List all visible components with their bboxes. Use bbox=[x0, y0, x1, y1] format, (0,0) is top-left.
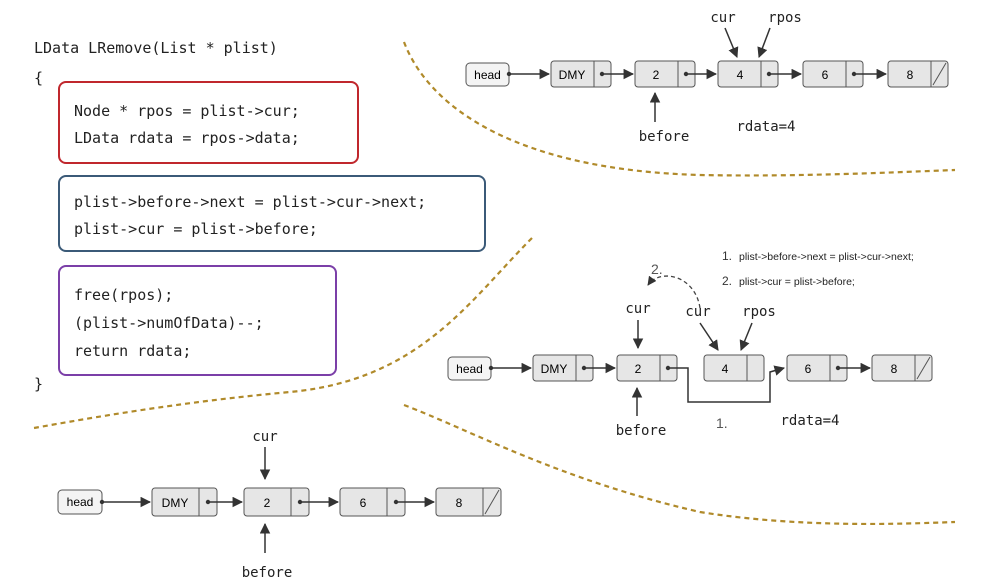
bottom-diagram: cur head DMY 2 6 bbox=[57, 429, 502, 581]
open-brace: { bbox=[34, 69, 44, 87]
step2-marker: 2. bbox=[722, 274, 732, 288]
code-block-1 bbox=[58, 81, 359, 164]
code-block-2 bbox=[58, 175, 486, 252]
svg-text:4: 4 bbox=[737, 68, 744, 82]
arrow-marker-1: 1. bbox=[716, 415, 728, 431]
top-node-4: 4 bbox=[717, 60, 779, 88]
svg-text:DMY: DMY bbox=[541, 362, 568, 376]
code-line-return: return rdata; bbox=[74, 342, 192, 360]
mid-node-8: 8 bbox=[871, 354, 933, 382]
code-line-free: free(rpos); bbox=[74, 286, 174, 304]
mid-cur-old-label: cur bbox=[685, 304, 710, 320]
bot-node-dmy: DMY bbox=[151, 487, 218, 517]
step1-text: plist->before->next = plist->cur->next; bbox=[739, 251, 914, 263]
top-cur-label: cur bbox=[710, 10, 735, 26]
mid-cur-new-label: cur bbox=[625, 301, 650, 317]
code-line-before-next: plist->before->next = plist->cur->next; bbox=[74, 193, 427, 211]
code-line-numofdata: (plist->numOfData)--; bbox=[74, 314, 264, 332]
function-signature: LData LRemove(List * plist) bbox=[34, 39, 278, 57]
step2-text: plist->cur = plist->before; bbox=[739, 276, 855, 288]
mid-head-label: head bbox=[456, 362, 483, 376]
top-head-label: head bbox=[474, 68, 501, 82]
arrow-marker-2: 2. bbox=[651, 261, 663, 277]
mid-node-6: 6 bbox=[786, 354, 848, 382]
svg-text:8: 8 bbox=[907, 68, 914, 82]
svg-text:6: 6 bbox=[805, 362, 812, 376]
divider-top-curve bbox=[402, 41, 956, 177]
bot-before-label: before bbox=[242, 565, 293, 581]
mid-node-4: 4 bbox=[703, 354, 765, 382]
bot-node-8: 8 bbox=[435, 487, 502, 517]
top-before-label: before bbox=[639, 129, 690, 145]
top-rdata-label: rdata=4 bbox=[736, 119, 795, 135]
cur-move-arrow bbox=[647, 275, 701, 309]
svg-text:2: 2 bbox=[264, 496, 271, 510]
middle-diagram: 1. plist->before->next = plist->cur->nex… bbox=[447, 249, 933, 439]
bypass-link bbox=[668, 365, 786, 403]
top-node-dmy: DMY bbox=[550, 60, 612, 88]
bot-node-6: 6 bbox=[339, 487, 406, 517]
svg-text:8: 8 bbox=[456, 496, 463, 510]
mid-rdata-label: rdata=4 bbox=[780, 413, 839, 429]
svg-text:6: 6 bbox=[822, 68, 829, 82]
svg-text:6: 6 bbox=[360, 496, 367, 510]
top-node-8: 8 bbox=[887, 60, 949, 88]
close-brace: } bbox=[34, 375, 44, 393]
divider-middle-curve bbox=[33, 237, 533, 430]
step1-marker: 1. bbox=[722, 249, 732, 263]
svg-text:4: 4 bbox=[722, 362, 729, 376]
top-diagram: head DMY 2 4 6 bbox=[465, 10, 949, 145]
svg-text:2: 2 bbox=[635, 362, 642, 376]
bot-node-2: 2 bbox=[243, 487, 310, 517]
mid-before-label: before bbox=[616, 423, 667, 439]
code-line-cur-before: plist->cur = plist->before; bbox=[74, 220, 318, 238]
svg-text:DMY: DMY bbox=[559, 68, 586, 82]
code-line-rdata: LData rdata = rpos->data; bbox=[74, 129, 300, 147]
divider-bottom-curve bbox=[403, 403, 956, 526]
top-rpos-label: rpos bbox=[768, 10, 802, 26]
svg-text:8: 8 bbox=[891, 362, 898, 376]
code-block-3 bbox=[58, 265, 337, 376]
code-line-rpos: Node * rpos = plist->cur; bbox=[74, 102, 300, 120]
svg-text:2: 2 bbox=[653, 68, 660, 82]
mid-rpos-label: rpos bbox=[742, 304, 776, 320]
bot-head-label: head bbox=[67, 495, 94, 509]
svg-text:DMY: DMY bbox=[162, 496, 189, 510]
bot-cur-label: cur bbox=[252, 429, 277, 445]
